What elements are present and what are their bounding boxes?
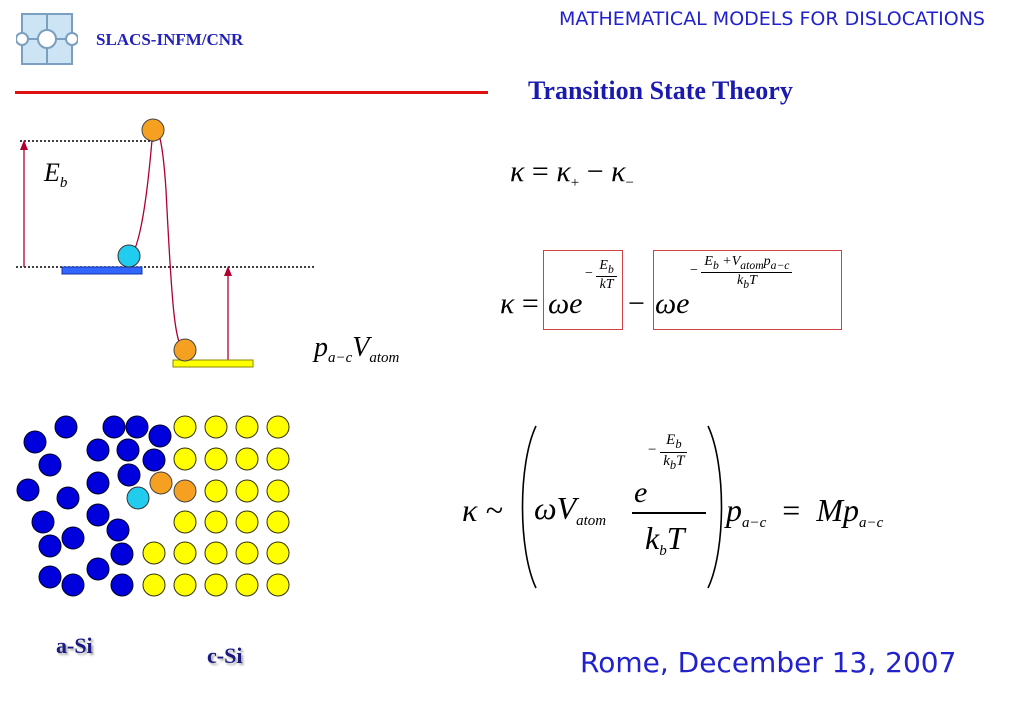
atom-interface-illustration bbox=[16, 415, 290, 597]
strain-energy-label: pa−cVatom bbox=[314, 332, 400, 366]
org-name: SLACS-INFM/CNR bbox=[96, 30, 244, 49]
eq3-omega-v: ωVatom bbox=[534, 490, 607, 529]
equation-rate-difference: κ = κ+ − κ− bbox=[510, 155, 634, 191]
label-a-si: a-Si bbox=[56, 633, 93, 658]
section-title: Transition State Theory bbox=[528, 76, 793, 105]
forward-rate-box bbox=[543, 250, 623, 330]
eq3-denominator: kbT bbox=[645, 520, 685, 559]
header-title: MATHEMATICAL MODELS FOR DISLOCATIONS bbox=[558, 8, 985, 30]
left-paren bbox=[521, 425, 537, 589]
label-c-si: c-Si bbox=[207, 643, 243, 668]
eq2-forward-term: ωe bbox=[548, 287, 583, 320]
right-paren bbox=[707, 425, 723, 589]
backward-rate-box bbox=[653, 250, 842, 330]
eq2-backward-term: ωe bbox=[655, 287, 690, 320]
logo-icon bbox=[16, 13, 78, 65]
header-divider bbox=[15, 91, 488, 94]
eq2-minus: − bbox=[628, 287, 645, 320]
eq2-lhs: κ = bbox=[500, 287, 539, 320]
footer-date: Rome, December 13, 2007 bbox=[580, 646, 957, 679]
eq3-fraction-bar bbox=[632, 512, 706, 514]
eq3-lhs: κ ~ bbox=[462, 492, 503, 528]
eq3-rhs: pa−c = Mpa−c bbox=[726, 492, 884, 531]
barrier-label: Eb bbox=[44, 158, 68, 191]
eq3-exp-base: e bbox=[634, 476, 648, 509]
energy-barrier-diagram bbox=[16, 118, 315, 368]
